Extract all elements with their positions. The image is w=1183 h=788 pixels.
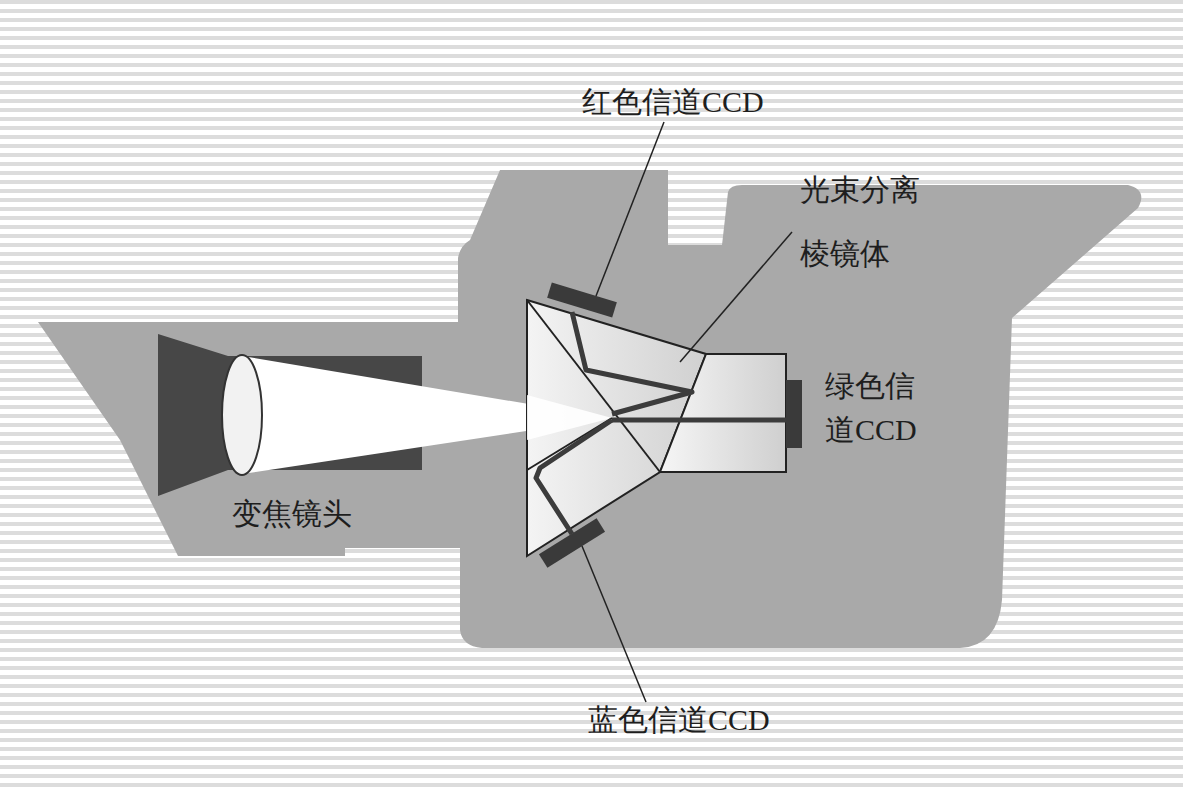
camera-body	[38, 170, 1141, 648]
leader-line	[596, 122, 664, 296]
green-ray	[612, 418, 790, 423]
green-ccd-chip	[786, 380, 802, 448]
part-label: 蓝色信道CCD	[588, 700, 770, 740]
part-label: 光束分离 棱镜体	[800, 158, 920, 286]
light-beam-in-prism	[527, 395, 612, 440]
zoom-lens	[222, 355, 262, 475]
green-prism	[660, 354, 786, 472]
leader-line	[680, 232, 792, 362]
part-label: 绿色信 道CCD	[825, 364, 917, 452]
red-ray	[572, 312, 692, 414]
prism-edge	[527, 300, 660, 472]
part-label: 变焦镜头	[232, 494, 352, 534]
part-label: 红色信道CCD	[582, 82, 764, 122]
red-ccd-chip	[547, 282, 617, 317]
blue-ray	[536, 420, 612, 534]
blue-ccd-chip	[539, 518, 605, 568]
leader-line	[582, 546, 646, 702]
